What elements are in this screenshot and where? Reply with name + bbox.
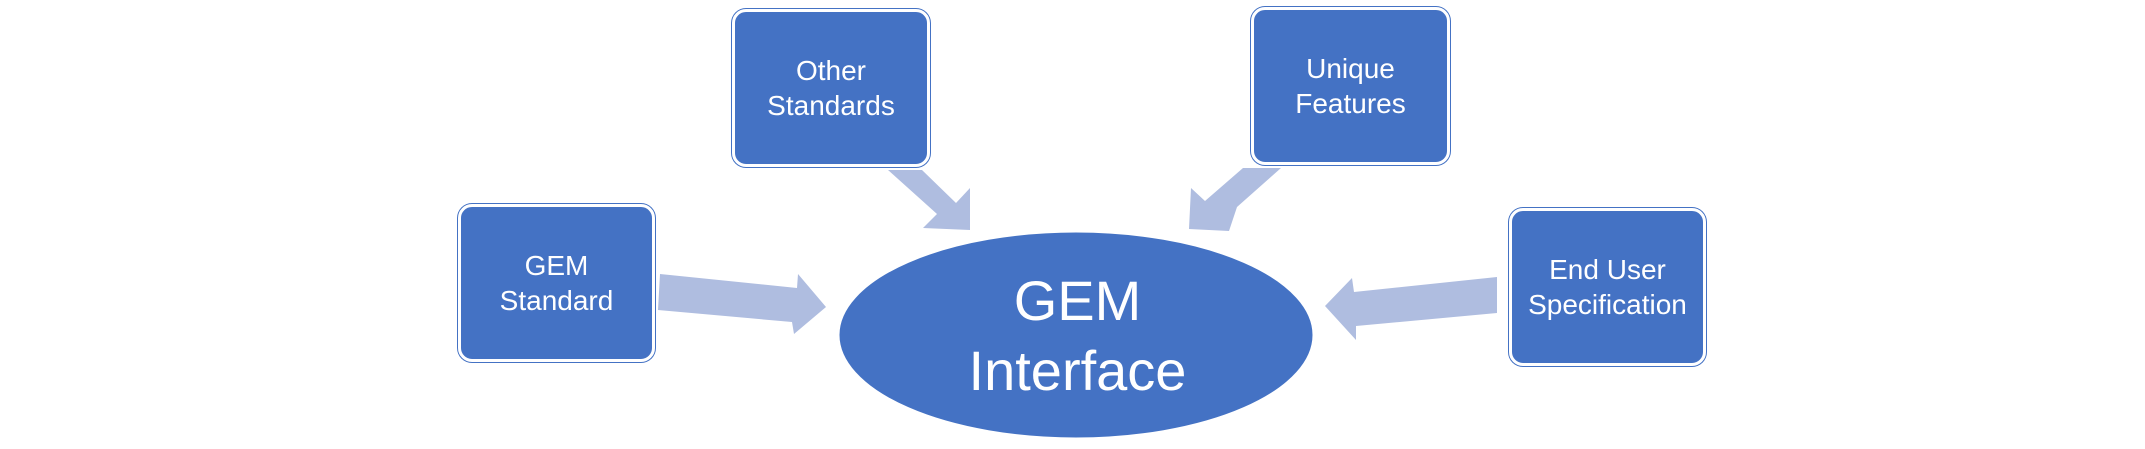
center-node-label-wrap: GEM Interface bbox=[840, 232, 1315, 439]
node-end-user-specification-label: End User Specification bbox=[1528, 254, 1687, 320]
arrow-end-user-spec bbox=[1325, 277, 1497, 340]
node-unique-features: Unique Features bbox=[1251, 7, 1450, 165]
node-end-user-specification: End User Specification bbox=[1509, 208, 1706, 366]
node-other-standards-label: Other Standards bbox=[767, 55, 895, 121]
arrow-gem-standard bbox=[658, 274, 826, 334]
center-node-label: GEM Interface bbox=[968, 268, 1187, 402]
node-gem-standard-label: GEM Standard bbox=[499, 250, 614, 316]
node-gem-standard: GEM Standard bbox=[458, 204, 655, 362]
node-unique-features-label: Unique Features bbox=[1295, 53, 1406, 119]
arrow-other-standards bbox=[888, 170, 970, 230]
node-other-standards: Other Standards bbox=[732, 9, 930, 167]
center-ellipse bbox=[836, 229, 1316, 441]
arrow-unique-features bbox=[1189, 168, 1281, 231]
